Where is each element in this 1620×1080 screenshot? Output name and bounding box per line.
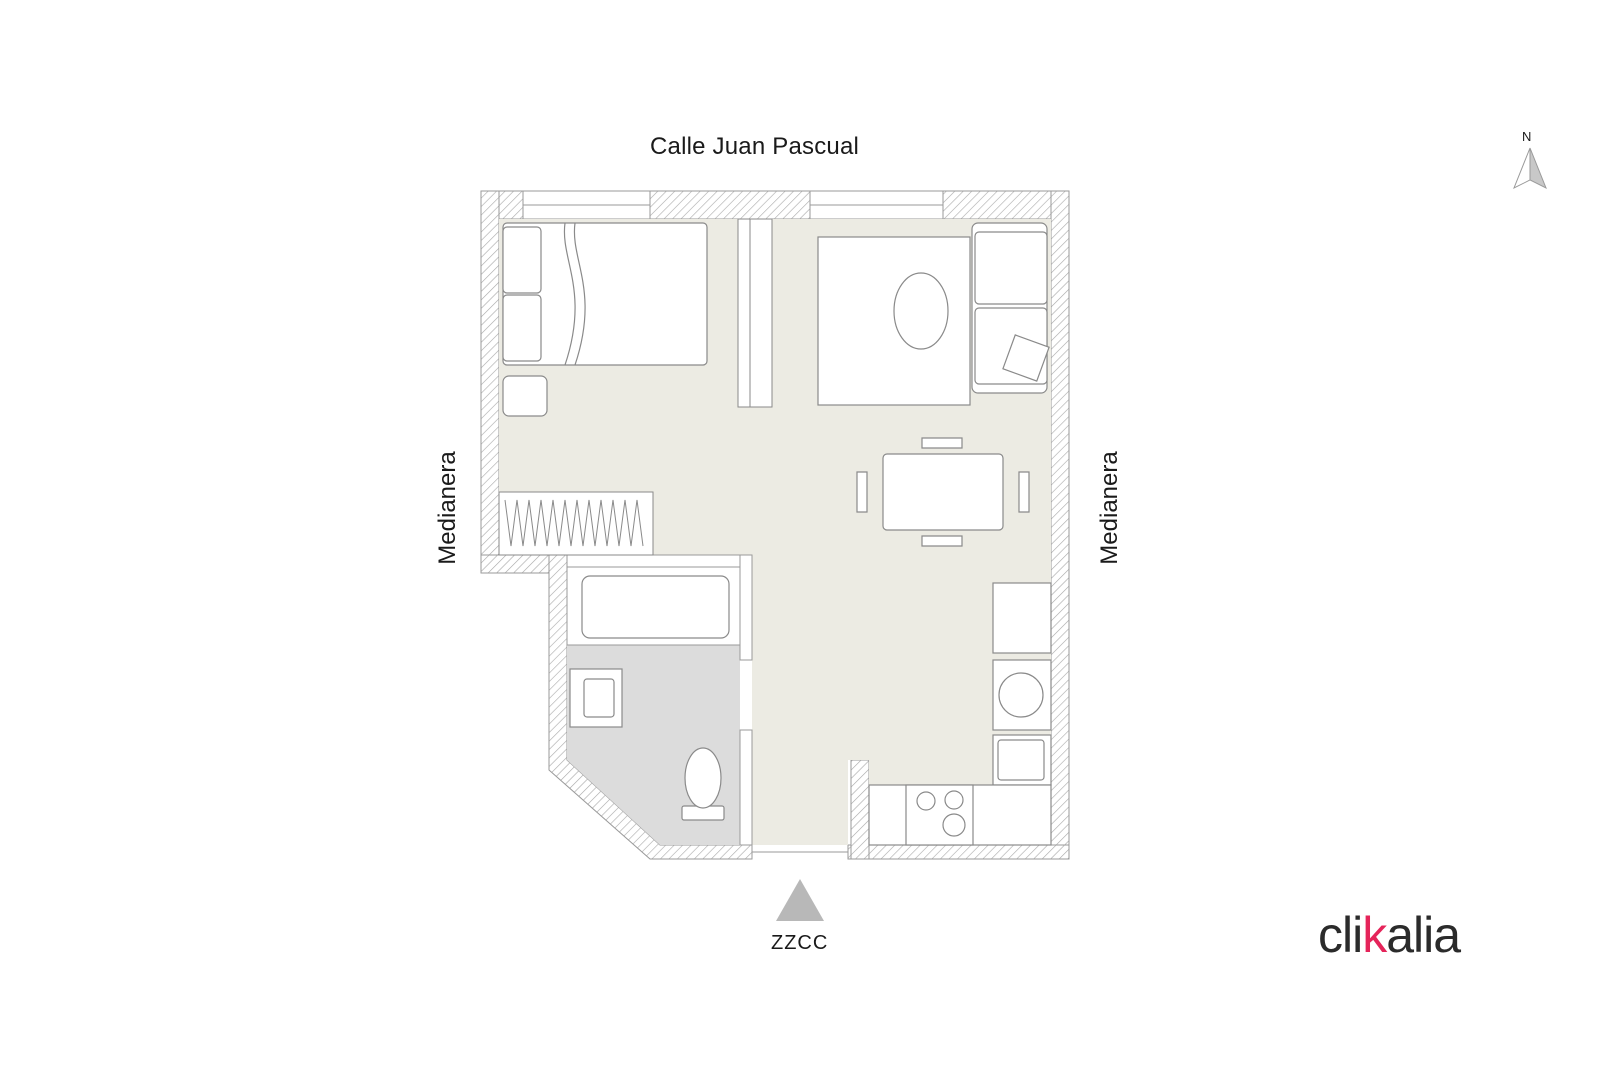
right-wall bbox=[1050, 190, 1070, 860]
bathroom-fixtures bbox=[569, 575, 730, 821]
logo-text-accent: k bbox=[1362, 907, 1387, 963]
bathroom-walls bbox=[566, 554, 753, 846]
windows bbox=[522, 190, 944, 220]
kitchen bbox=[868, 582, 1052, 846]
top-wall-mid bbox=[649, 190, 811, 220]
north-label: N bbox=[1522, 129, 1532, 144]
street-label: Calle Juan Pascual bbox=[650, 133, 860, 160]
dining-table bbox=[856, 437, 1030, 547]
wardrobe bbox=[498, 491, 654, 556]
bed bbox=[502, 222, 708, 417]
living-area bbox=[817, 222, 1050, 406]
right-party-wall-label: Medianera bbox=[1096, 451, 1123, 565]
logo-text-start: cli bbox=[1318, 907, 1363, 963]
left-wall-upper bbox=[480, 190, 500, 574]
brand-logo: clikalia bbox=[1318, 906, 1461, 964]
top-wall-right bbox=[942, 190, 1070, 220]
wardrobe-divider bbox=[737, 218, 773, 408]
bottom-wall-right bbox=[847, 844, 1070, 860]
entrance-arrow-icon bbox=[776, 879, 824, 921]
walls bbox=[480, 190, 1070, 860]
left-party-wall-label: Medianera bbox=[434, 451, 461, 565]
north-arrow-icon bbox=[1513, 147, 1547, 190]
entrance-label: ZZCC bbox=[771, 932, 829, 954]
logo-text-end: alia bbox=[1386, 907, 1461, 963]
kitchen-partition bbox=[850, 759, 870, 860]
